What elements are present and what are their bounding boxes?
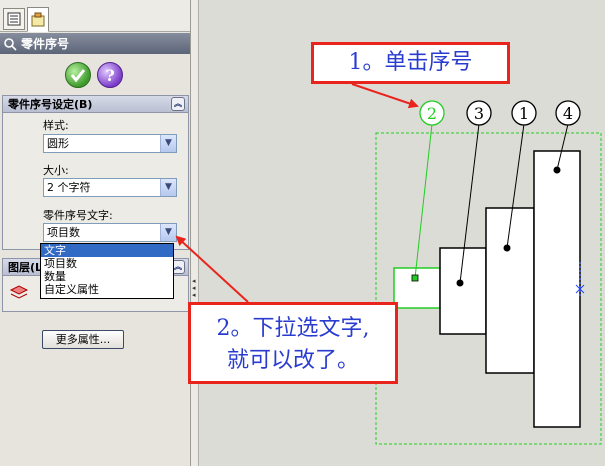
- selection-box: [375, 132, 602, 445]
- balloon-text-dropdown[interactable]: 文字 项目数 数量 自定义属性: [40, 243, 174, 299]
- chevron-down-icon[interactable]: ▼: [160, 179, 176, 196]
- splitter-grip-icon[interactable]: ◂◂◂: [192, 277, 196, 299]
- balloon-settings-body: 样式: 圆形 ▼ 大小: 2 个字符 ▼ 零件序号文字: 项目数 ▼: [2, 113, 189, 250]
- leader-line-4: [556, 123, 569, 171]
- ok-button[interactable]: [65, 62, 91, 88]
- attach-point-2: [411, 274, 419, 282]
- help-icon: ?: [105, 65, 115, 85]
- size-select[interactable]: 2 个字符 ▼: [43, 178, 177, 197]
- balloon-4[interactable]: 4: [555, 100, 581, 126]
- leader-line-3: [459, 123, 480, 284]
- help-button[interactable]: ?: [97, 62, 123, 88]
- checkmark-icon: [70, 69, 86, 83]
- property-manager-tab[interactable]: [27, 7, 49, 32]
- more-properties-button[interactable]: 更多属性...: [42, 330, 124, 349]
- part-4[interactable]: [533, 150, 581, 428]
- style-select[interactable]: 圆形 ▼: [43, 134, 177, 153]
- tree-icon: [7, 12, 21, 26]
- dropdown-option-text[interactable]: 文字: [41, 244, 173, 257]
- leader-line-2: [414, 123, 433, 279]
- feature-manager-tab[interactable]: [3, 8, 25, 30]
- property-icon: [31, 12, 45, 26]
- panel-tabs: [0, 0, 190, 32]
- origin-marker-icon: [575, 262, 585, 296]
- size-select-value: 2 个字符: [47, 181, 91, 194]
- chevron-down-icon[interactable]: ▼: [160, 224, 176, 241]
- assembly-drawing[interactable]: 2 3 1 4: [200, 0, 605, 466]
- part-3[interactable]: [485, 207, 535, 374]
- balloon-text-select[interactable]: 项目数 ▼: [43, 223, 177, 242]
- balloon-1-label: 1: [519, 104, 529, 123]
- layer-title: 图层(L): [8, 261, 48, 274]
- balloon-1[interactable]: 1: [511, 100, 537, 126]
- property-manager-panel: 零件序号 ? 零件序号设定(B) ︽ 样式: 圆形 ▼ 大小: 2 个字符 ▼ …: [0, 0, 191, 466]
- leader-line-1: [506, 123, 525, 249]
- balloon-text-label: 零件序号文字:: [43, 209, 113, 222]
- attach-point-4: [553, 166, 561, 174]
- balloon-search-icon: [4, 37, 17, 51]
- dropdown-option-custom-property[interactable]: 自定义属性: [44, 283, 99, 296]
- callout-step-1-text: 1。单击序号: [348, 50, 473, 75]
- panel-title-bar: 零件序号: [0, 33, 190, 54]
- callout-step-1: 1。单击序号: [311, 42, 510, 84]
- dropdown-option-quantity[interactable]: 数量: [44, 270, 66, 283]
- balloon-text-select-value: 项目数: [47, 226, 80, 239]
- part-1[interactable]: [393, 267, 441, 309]
- part-2[interactable]: [439, 247, 487, 335]
- balloon-4-label: 4: [563, 104, 573, 123]
- group-title: 零件序号设定(B): [8, 98, 93, 111]
- balloon-settings-header[interactable]: 零件序号设定(B) ︽: [2, 95, 189, 113]
- callout-step-2: 2。下拉选文字, 就可以改了。: [188, 302, 398, 384]
- chevron-down-icon[interactable]: ▼: [160, 135, 176, 152]
- balloon-2[interactable]: 2: [419, 100, 445, 126]
- attach-point-3: [456, 279, 464, 287]
- panel-splitter[interactable]: ◂◂◂: [191, 0, 199, 466]
- page-title: 零件序号: [21, 37, 70, 51]
- collapse-up-icon[interactable]: ︽: [171, 97, 185, 111]
- style-label: 样式:: [43, 119, 69, 132]
- size-label: 大小:: [43, 164, 69, 177]
- balloon-3-label: 3: [474, 104, 484, 123]
- balloon-3[interactable]: 3: [466, 100, 492, 126]
- attach-point-1: [503, 244, 511, 252]
- layers-icon: [9, 285, 29, 299]
- callout-step-2-line1: 2。下拉选文字,: [216, 316, 370, 341]
- dropdown-option-item-number[interactable]: 项目数: [44, 257, 77, 270]
- callout-step-2-line2: 就可以改了。: [226, 348, 359, 373]
- balloon-2-label: 2: [427, 104, 437, 123]
- style-select-value: 圆形: [47, 137, 69, 150]
